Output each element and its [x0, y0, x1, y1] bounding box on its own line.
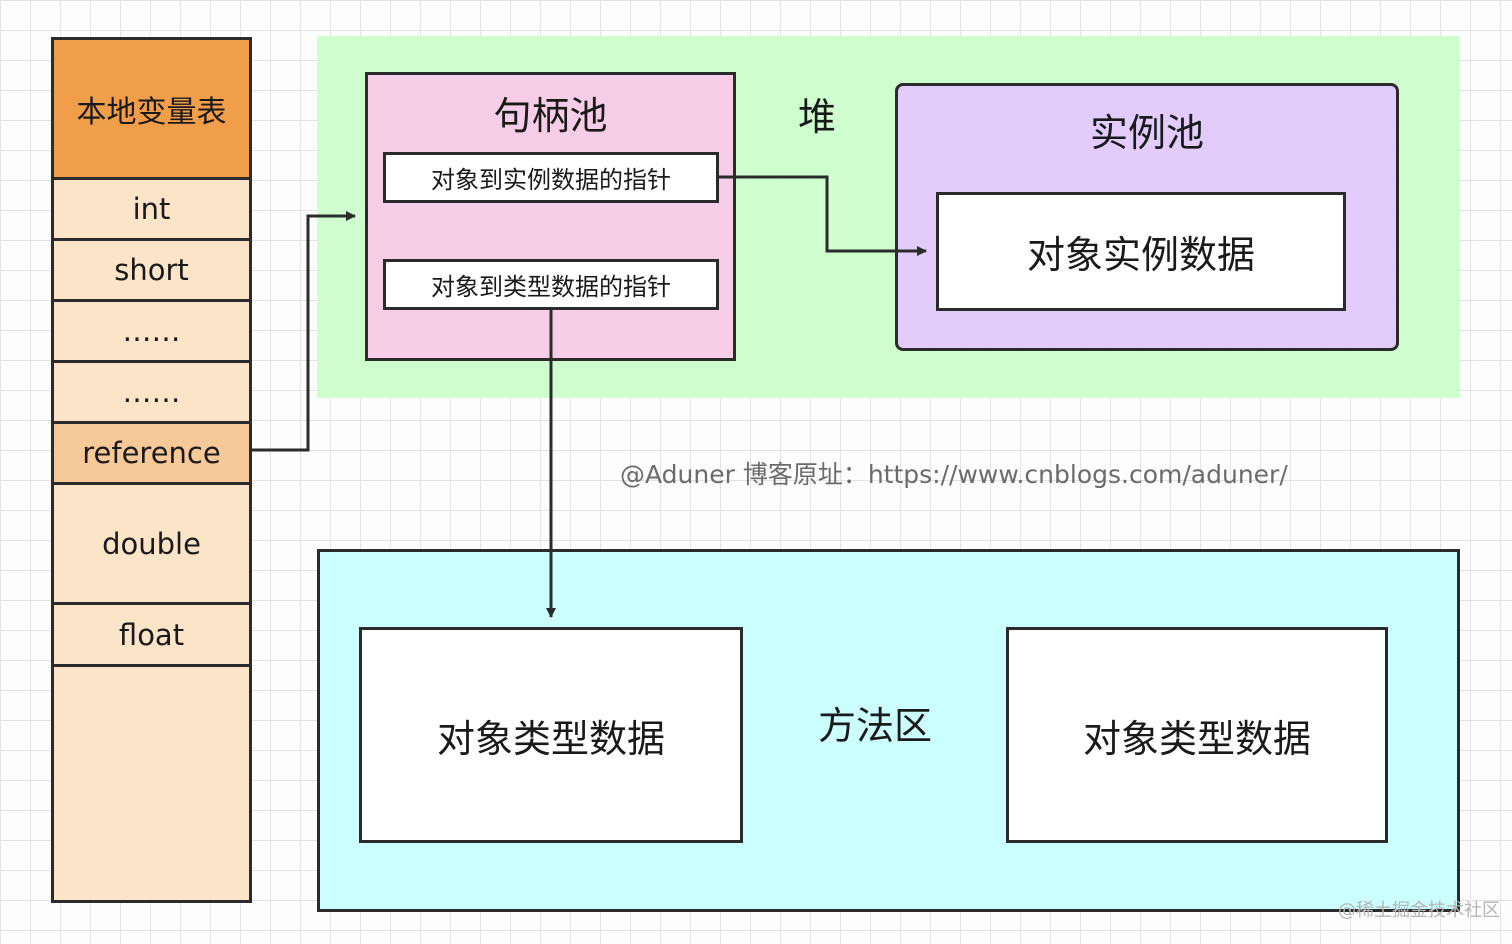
lvt-row-ellipsis-1: ……: [54, 302, 249, 363]
instance-pool-title: 实例池: [1089, 110, 1204, 155]
heap-label: 堆: [797, 94, 836, 139]
lvt-row-reference: reference: [54, 424, 249, 485]
lvt-row-double: double: [54, 485, 249, 605]
handle-pool-title: 句柄池: [493, 93, 608, 138]
instance-data-pointer: 对象到实例数据的指针: [383, 152, 719, 203]
instance-data-box: 对象实例数据: [936, 192, 1346, 311]
local-variable-table-title: 本地变量表: [54, 40, 249, 180]
lvt-row-short: short: [54, 241, 249, 302]
lvt-row-int: int: [54, 180, 249, 241]
corner-watermark: @稀土掘金技术社区: [1338, 900, 1500, 921]
blog-watermark: @Aduner 博客原址：https://www.cnblogs.com/adu…: [620, 460, 1288, 489]
pointer-to-instance-data-arrow: [719, 175, 927, 256]
type-data-box-right: 对象类型数据: [1006, 627, 1388, 843]
reference-to-handle-pool-arrow: [252, 211, 356, 452]
lvt-row-float: float: [54, 605, 249, 667]
lvt-row-ellipsis-2: ……: [54, 363, 249, 424]
type-data-pointer: 对象到类型数据的指针: [383, 259, 719, 310]
type-data-box-left: 对象类型数据: [359, 627, 743, 843]
local-variable-table: 本地变量表 int short …… …… reference double f…: [51, 37, 252, 903]
method-area-label: 方法区: [817, 703, 932, 748]
